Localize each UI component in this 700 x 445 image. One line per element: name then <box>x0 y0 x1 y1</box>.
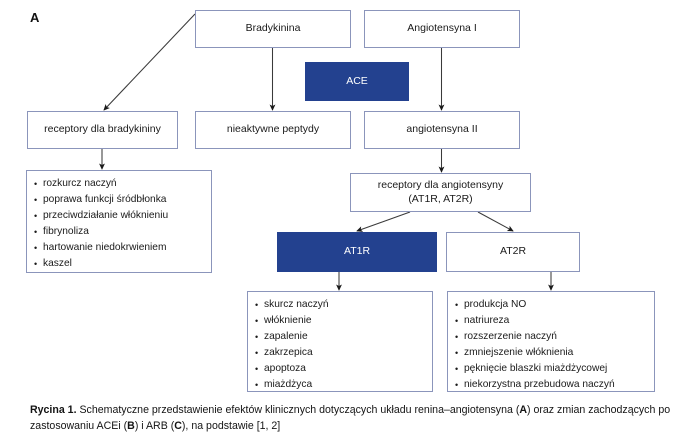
arrow-bradykinina-to-receptors <box>103 13 196 111</box>
list-item: zakrzepica <box>255 345 426 361</box>
caption-text-3: ) i ARB ( <box>134 420 175 432</box>
list-item: pęknięcie blaszki miażdżycowej <box>455 361 648 377</box>
list-item: miażdżyca <box>255 377 426 393</box>
list-at2r-effects: produkcja NO natriureza rozszerzenie nac… <box>447 291 655 394</box>
node-at2r-label: AT2R <box>499 245 527 258</box>
list-item: kaszel <box>34 256 205 272</box>
list-item: skurcz naczyń <box>255 296 426 313</box>
node-receptory-angiotensyny-line2: (AT1R, AT2R) <box>408 192 473 205</box>
list-at2r-effects-items: produkcja NO natriureza rozszerzenie nac… <box>455 296 648 394</box>
figure-caption: Rycina 1. Schematyczne przedstawienie ef… <box>30 402 675 434</box>
list-item: rozkurcz naczyń <box>34 175 205 192</box>
caption-bold-a: A <box>519 404 528 416</box>
list-item: zmniejszenie włóknienia <box>455 345 648 361</box>
node-nieaktywne-peptydy-label: nieaktywne peptydy <box>226 123 320 136</box>
panel-letter-a: A <box>30 10 40 25</box>
node-receptory-angiotensyny[interactable]: receptory dla angiotensyny (AT1R, AT2R) <box>350 173 531 212</box>
caption-label: Rycina 1. <box>30 404 77 416</box>
list-at1r-effects-items: skurcz naczyń włóknienie zapalenie zakrz… <box>255 296 426 394</box>
node-receptory-bradykininy[interactable]: receptory dla bradykininy <box>27 111 178 149</box>
figure-panel-a: A Bradykin <box>0 0 700 400</box>
node-receptory-bradykininy-label: receptory dla bradykininy <box>44 123 161 136</box>
node-bradykinina-label: Bradykinina <box>245 22 301 35</box>
caption-text-1: Schematyczne przedstawienie efektów klin… <box>76 404 520 416</box>
node-bradykinina[interactable]: Bradykinina <box>195 10 351 48</box>
list-item: przeciwdziałanie włóknieniu <box>34 208 205 224</box>
arrow-receptors-to-at2r <box>477 211 514 232</box>
caption-text-2: ) oraz zmian zachodzących po zastosowani… <box>30 404 671 432</box>
list-item: rozszerzenie naczyń <box>455 329 648 345</box>
list-bradykinin-effects: rozkurcz naczyń poprawa funkcji śródbłon… <box>26 170 212 273</box>
list-item: włóknienie <box>255 313 426 329</box>
list-item: fibrynoliza <box>34 224 205 240</box>
node-angiotensyna-i[interactable]: Angiotensyna I <box>364 10 520 48</box>
list-item: zapalenie <box>255 329 426 345</box>
node-ace-label: ACE <box>346 74 368 87</box>
node-angiotensyna-i-label: Angiotensyna I <box>407 22 477 35</box>
node-at2r[interactable]: AT2R <box>446 232 580 272</box>
node-at1r[interactable]: AT1R <box>277 232 437 272</box>
list-item: hartowanie niedokrwieniem <box>34 240 205 256</box>
list-item: natriureza <box>455 313 648 329</box>
list-at1r-effects: skurcz naczyń włóknienie zapalenie zakrz… <box>247 291 433 394</box>
node-nieaktywne-peptydy[interactable]: nieaktywne peptydy <box>195 111 351 149</box>
node-angiotensyna-ii-label: angiotensyna II <box>406 123 478 136</box>
node-ace[interactable]: ACE <box>305 62 409 101</box>
caption-bold-b: B <box>127 420 135 432</box>
caption-text-4: ), na podstawie [1, 2] <box>181 420 281 432</box>
caption-bold-c: C <box>174 420 182 432</box>
list-item: niekorzystna przebudowa naczyń <box>455 377 648 393</box>
list-item: poprawa funkcji śródbłonka <box>34 192 205 208</box>
node-angiotensyna-ii[interactable]: angiotensyna II <box>364 111 520 149</box>
list-item: produkcja NO <box>455 296 648 313</box>
arrow-receptors-to-at1r <box>356 211 411 232</box>
list-item: apoptoza <box>255 361 426 377</box>
node-at1r-label: AT1R <box>343 245 371 258</box>
list-bradykinin-effects-items: rozkurcz naczyń poprawa funkcji śródbłon… <box>34 175 205 273</box>
node-receptory-angiotensyny-line1: receptory dla angiotensyny <box>377 179 504 192</box>
